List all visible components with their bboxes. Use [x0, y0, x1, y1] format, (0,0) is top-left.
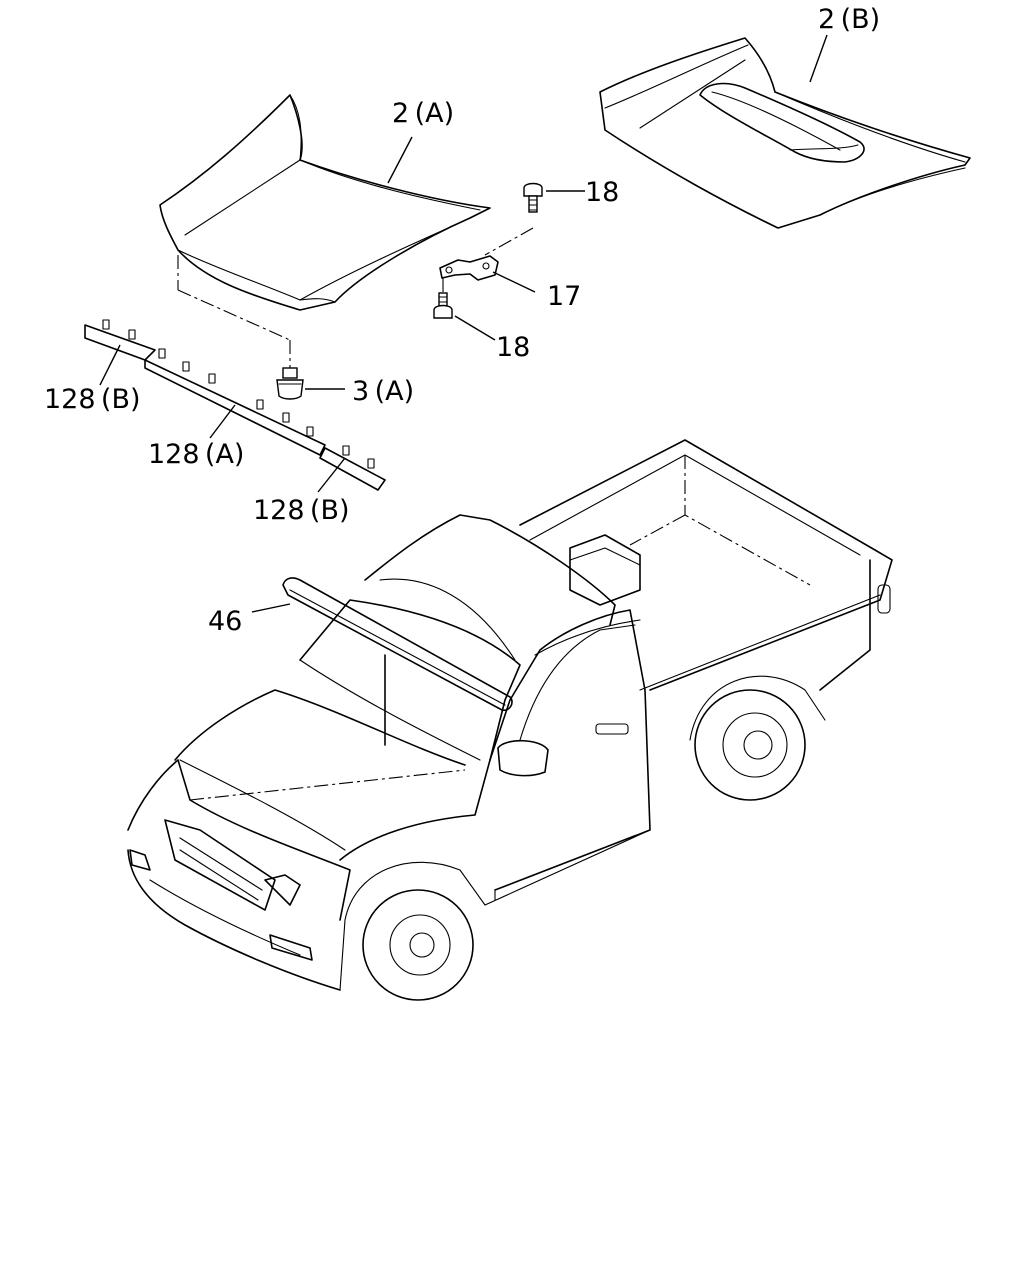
- callout-bumper-stop: 3 (A): [352, 376, 414, 407]
- bolt-lower: [433, 278, 453, 319]
- bumper-stop: [276, 367, 304, 400]
- callout-hinge: 17: [547, 281, 581, 312]
- hood-hinge: [439, 227, 534, 281]
- hood-b: [599, 37, 971, 229]
- bolt-upper: [523, 182, 543, 213]
- callout-hood-a: 2 (A): [392, 98, 454, 129]
- seal-128b-left: [84, 319, 156, 361]
- callout-seal-a: 128 (A): [148, 439, 244, 470]
- callout-hood-b: 2 (B): [818, 4, 880, 35]
- leader-lines: [99, 34, 828, 613]
- callout-seal-b-left: 128 (B): [44, 384, 141, 415]
- callout-bolt-upper: 18: [585, 177, 619, 208]
- seal-128a: [144, 348, 326, 456]
- weatherstrip-46: [282, 577, 513, 712]
- pickup-truck: [127, 439, 893, 1001]
- hood-a: [159, 94, 491, 370]
- callout-seal-b-right: 128 (B): [253, 495, 350, 526]
- seal-128b-right: [319, 445, 386, 491]
- callout-weatherstrip: 46: [208, 606, 242, 637]
- callout-bolt-lower: 18: [496, 332, 530, 363]
